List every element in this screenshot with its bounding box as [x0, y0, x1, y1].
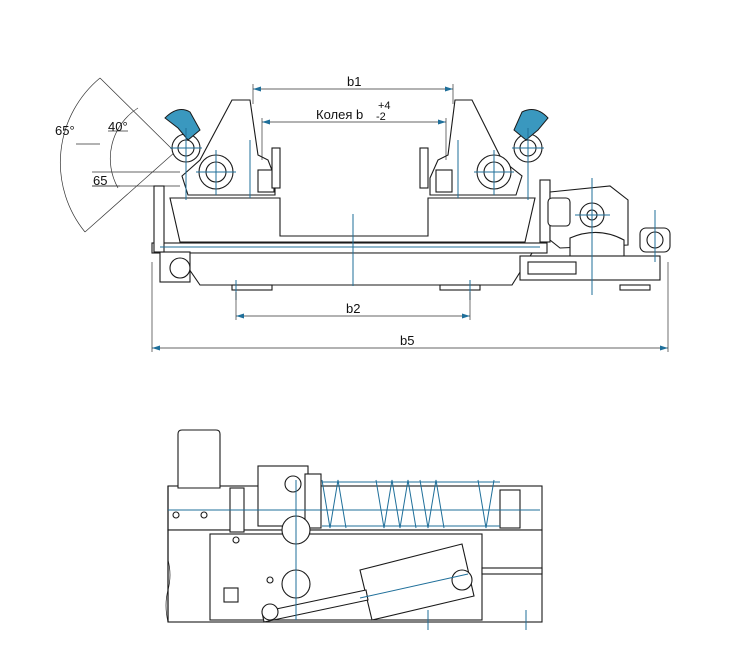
side-base-bar: [481, 567, 543, 575]
foot-3: [619, 284, 651, 291]
left-guide: [271, 147, 281, 189]
front-elevation-view: 65° 40° 65: [55, 74, 671, 352]
left-handle: [164, 109, 201, 141]
left-bottom-wheel: [169, 257, 191, 279]
side-springs: [321, 479, 500, 529]
side-bolt-4: [266, 576, 274, 584]
right-guide: [419, 147, 429, 189]
side-bolt-2: [200, 511, 208, 519]
dim-b5-label: b5: [400, 333, 414, 348]
side-bolt-1: [172, 511, 180, 519]
spring-4: [477, 479, 495, 529]
side-bolt-3: [232, 536, 240, 544]
side-spring-end: [499, 489, 521, 529]
side-piston-rod: [261, 589, 369, 623]
side-top-frame: [167, 485, 543, 531]
dim-gauge-arrow-right: [438, 119, 446, 125]
spring-3: [419, 479, 445, 529]
side-cl-cylinder: [359, 573, 469, 599]
left-end-upright: [153, 185, 165, 253]
drive-cylinder: [527, 261, 577, 275]
lower-body: [176, 252, 533, 286]
right-handle: [513, 109, 549, 141]
arc-65deg: [59, 77, 101, 233]
swing-angle-indicator: 65° 40° 65: [55, 77, 180, 233]
angle-ray-upper: [99, 77, 176, 153]
spring-1: [321, 479, 347, 529]
side-cylinder-pivot: [451, 569, 473, 591]
dim-b1-arrow-right: [445, 86, 453, 92]
side-sensor-box: [223, 587, 239, 603]
foot-1: [231, 284, 273, 291]
dim-gauge-arrow-left: [262, 119, 270, 125]
gauge-tol-plus: +4: [378, 100, 391, 112]
spring-2: [375, 479, 417, 529]
side-elevation-view: [165, 429, 543, 630]
gauge-label: Колея b: [316, 107, 363, 122]
side-cylinder-body: [359, 543, 475, 621]
angle-40-label: 40°: [108, 119, 128, 134]
angle-ray-lower: [84, 151, 176, 233]
side-spring-stop: [304, 473, 322, 529]
motor-flange: [547, 197, 571, 227]
dim-b1-label: b1: [347, 74, 361, 89]
side-top-pivot: [284, 475, 302, 493]
trough-plate: [169, 197, 536, 243]
dim-b5-arrow-right: [660, 345, 668, 351]
dim-b2-arrow-left: [236, 313, 244, 319]
right-rail: [435, 169, 453, 193]
side-break-curve: [165, 559, 171, 623]
dim-b2-label: b2: [346, 301, 360, 316]
drive-unit: [519, 179, 671, 281]
gauge-tol-minus: -2: [376, 111, 386, 123]
lower-beam: [151, 242, 548, 254]
dim-b1-arrow-left: [253, 86, 261, 92]
side-tall-bracket: [177, 429, 221, 489]
angle-65-label: 65°: [55, 123, 75, 138]
dim-b2-arrow-right: [462, 313, 470, 319]
foot-2: [439, 284, 481, 291]
height-65-label: 65: [93, 173, 107, 188]
side-rod-pivot: [261, 603, 279, 621]
dimensions-top: b1 Колея b +4 -2 b2 b5: [151, 74, 669, 352]
dim-b5-arrow-left: [152, 345, 160, 351]
arc-40deg: [109, 107, 139, 189]
centerlines: [160, 128, 656, 300]
